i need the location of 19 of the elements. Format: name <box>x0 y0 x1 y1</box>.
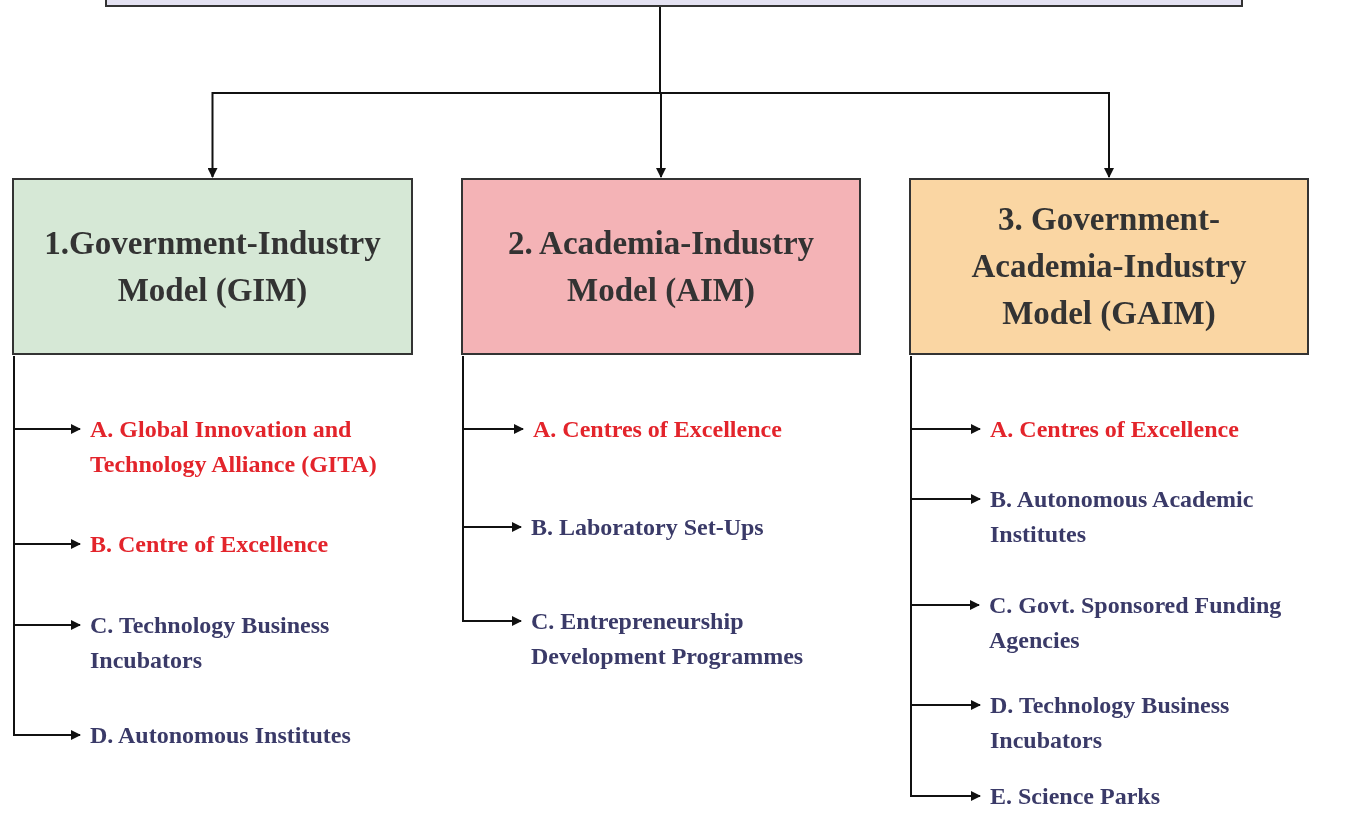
model-title: 3. Government-Academia-Industry Model (GAIM) <box>970 200 1248 333</box>
list-item-text: C. Entrepreneurship Development Programmes <box>531 603 876 674</box>
list-item-text: A. Centres of Excellence <box>990 411 1340 447</box>
connector-arrow <box>462 355 522 626</box>
model-box <box>909 178 1309 355</box>
model-box <box>12 178 413 355</box>
list-item-text: D. Technology Business Incubators <box>990 687 1310 758</box>
list-item-text: A. Global Innovation and Technology Alliance (GITA) <box>90 411 450 482</box>
list-item-text: D. Autonomous Institutes <box>90 717 450 753</box>
list-item-text: B. Centre of Excellence <box>90 526 450 562</box>
list-item-text: C. Technology Business Incubators <box>90 607 420 678</box>
list-item-text: B. Laboratory Set-Ups <box>531 509 851 545</box>
model-title: 2. Academia-Industry Model (AIM) <box>506 223 816 310</box>
list-item-text: A. Centres of Excellence <box>533 411 853 447</box>
model-box <box>461 178 861 355</box>
list-item-text: E. Science Parks <box>990 778 1310 814</box>
model-title: 1.Government-Industry Model (GIM) <box>43 223 382 310</box>
list-item-text: B. Autonomous Academic Institutes <box>990 481 1320 552</box>
list-item-text: C. Govt. Sponsored Funding Agencies <box>989 587 1347 658</box>
